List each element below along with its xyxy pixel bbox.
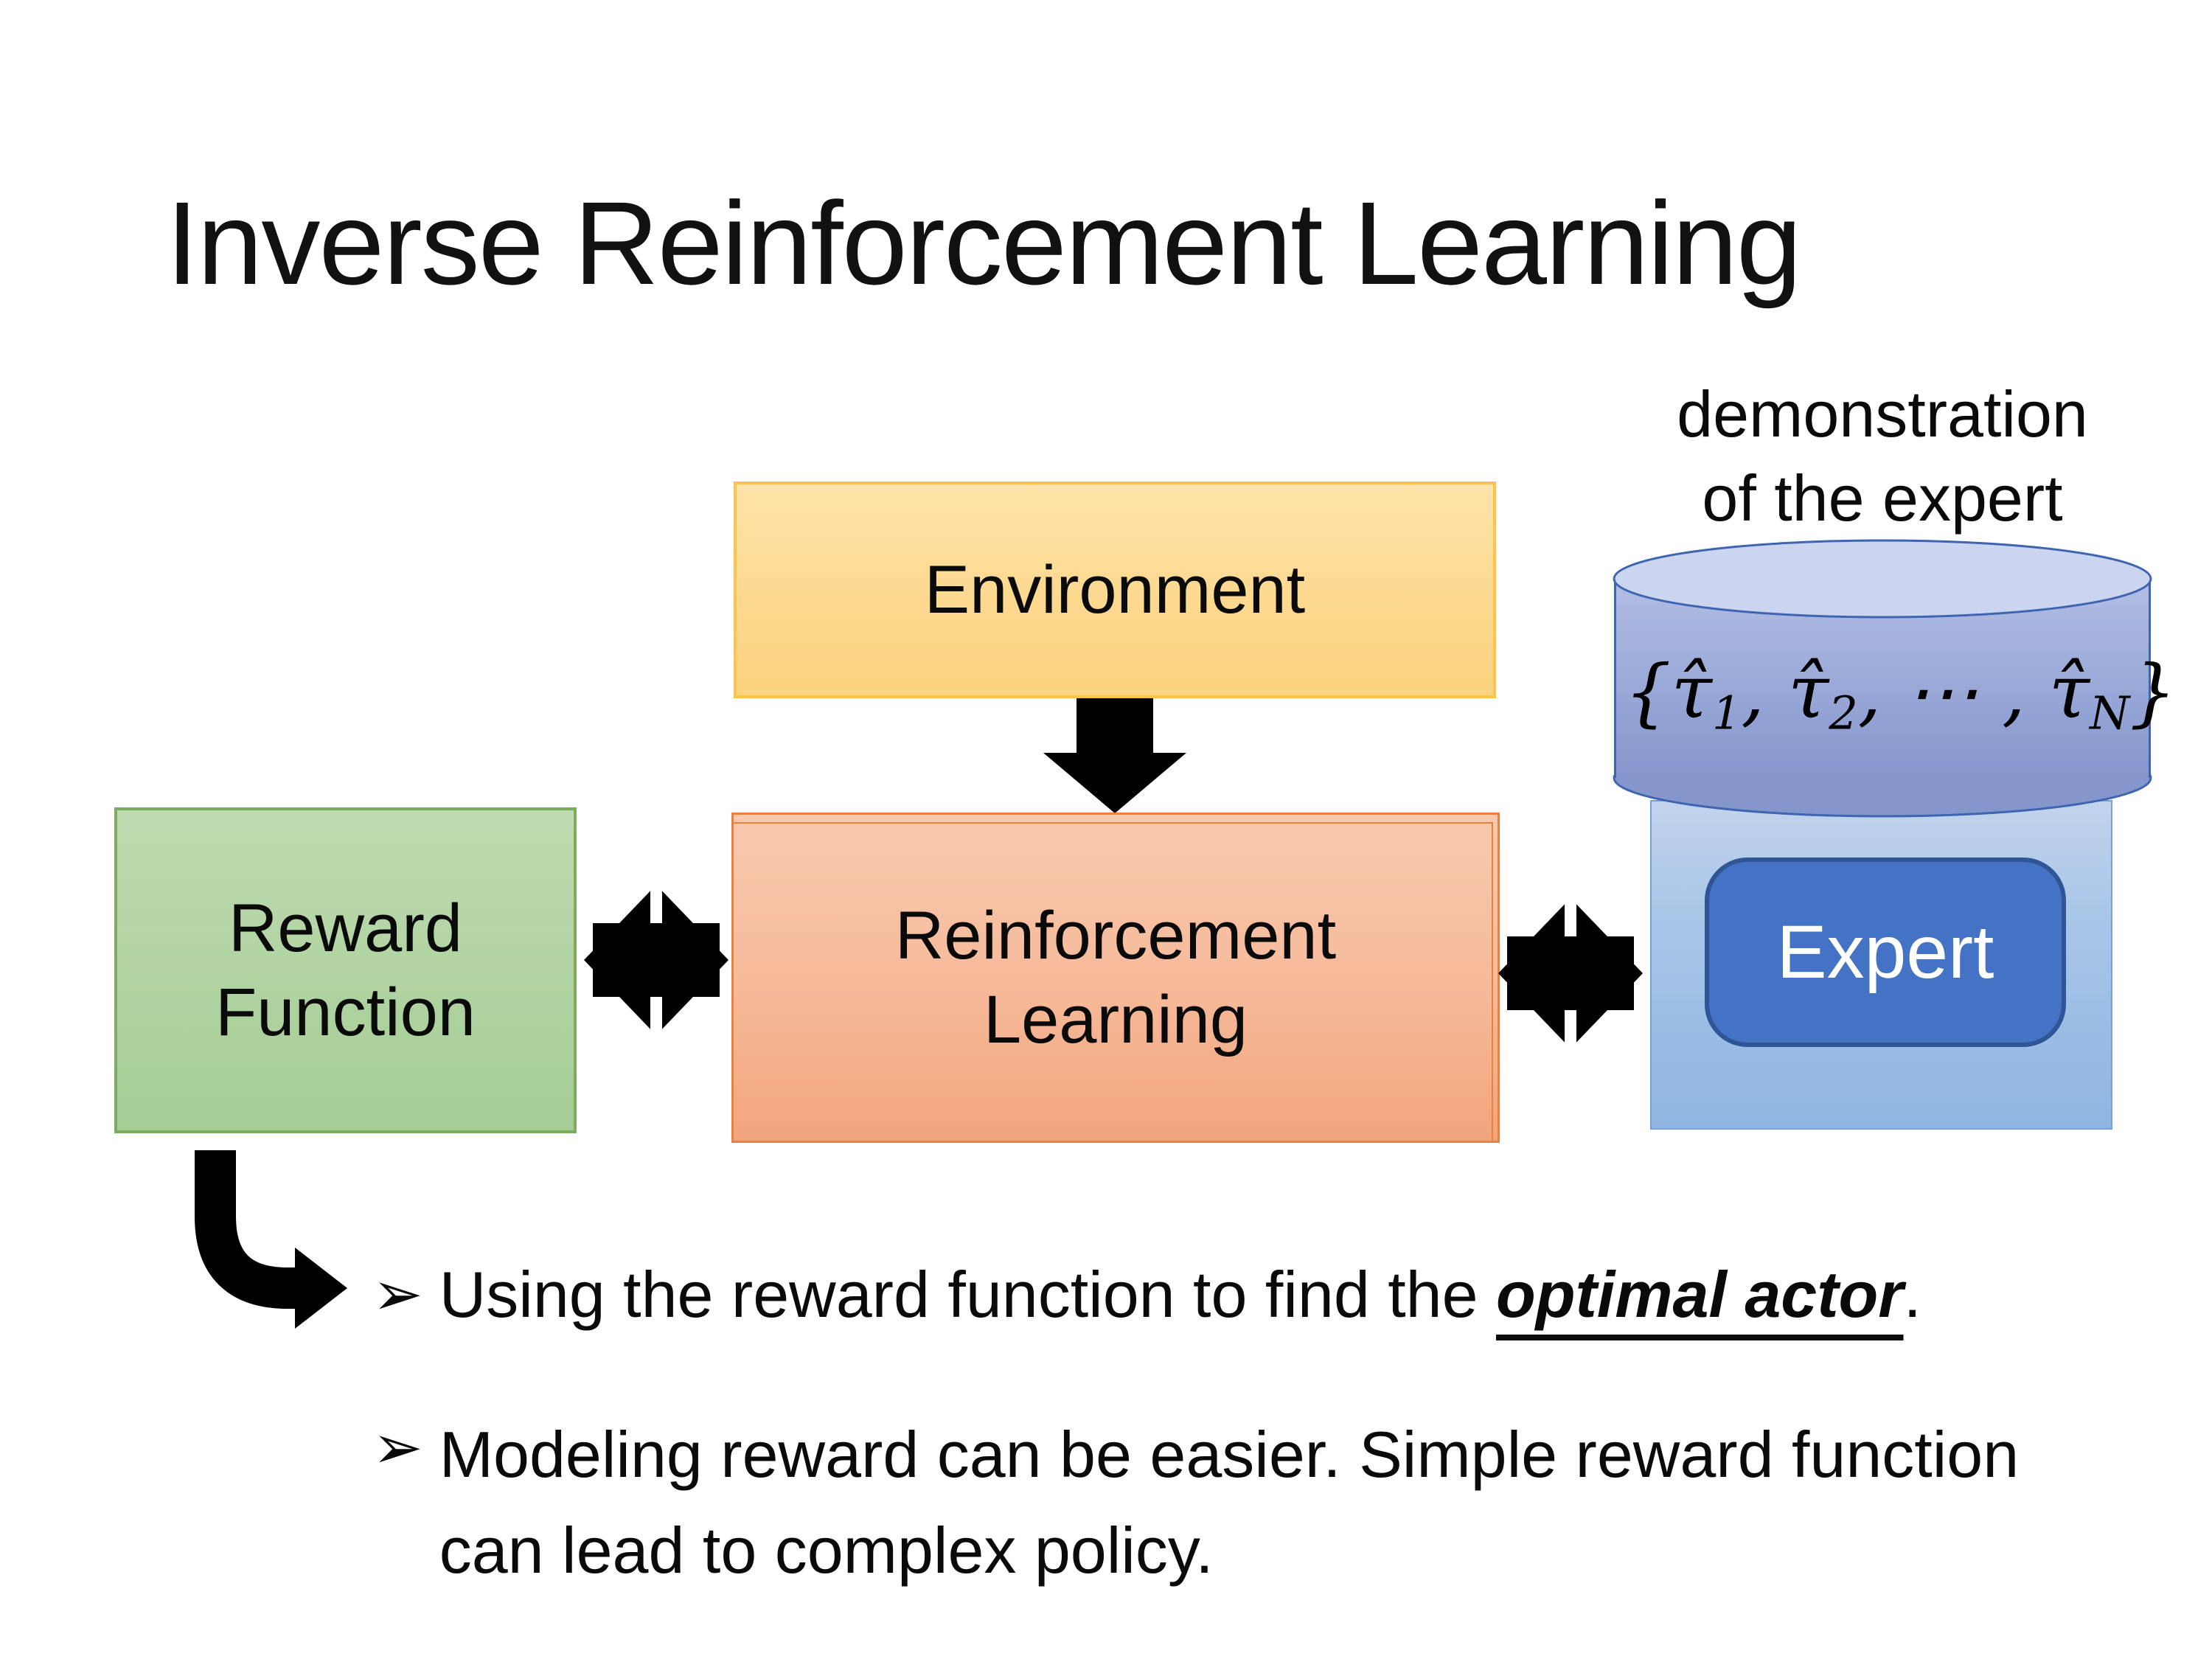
down-arrow-icon bbox=[1043, 698, 1186, 813]
bullet-arrow-marker: ➢ bbox=[372, 1259, 423, 1329]
bullet-item-2-text: Modeling reward can be easier. Simple re… bbox=[439, 1418, 2020, 1587]
reinforcement-learning-label-line2: Learning bbox=[983, 982, 1248, 1057]
environment-box-label: Environment bbox=[924, 552, 1306, 627]
reinforcement-learning-box: Reinforcement Learning bbox=[731, 813, 1500, 1143]
demonstration-caption: demonstration of the expert bbox=[1618, 372, 2146, 540]
expert-box-label: Expert bbox=[1776, 910, 1994, 994]
bullet-1-emphasis: optimal actor bbox=[1495, 1258, 1904, 1331]
expert-box: Expert bbox=[1705, 858, 2066, 1047]
bullet-1-pre: Using the reward function to find the bbox=[439, 1258, 1496, 1331]
reward-function-label-line1: Reward bbox=[228, 891, 462, 966]
double-arrow-reward-rl-icon bbox=[584, 885, 728, 1035]
bullet-item-1-text: Using the reward function to find the op… bbox=[439, 1253, 1921, 1336]
reinforcement-learning-label-line1: Reinforcement bbox=[894, 898, 1337, 973]
double-arrow-rl-expert-icon bbox=[1498, 898, 1643, 1048]
demonstration-caption-line1: demonstration bbox=[1677, 378, 2088, 451]
bullet-arrow-marker: ➢ bbox=[372, 1413, 423, 1483]
bullet-item-1: ➢ Using the reward function to find the … bbox=[372, 1253, 2142, 1336]
bullet-1-post: . bbox=[1903, 1258, 1921, 1331]
slide-title: Inverse Reinforcement Learning bbox=[166, 177, 1802, 309]
bent-arrow-icon bbox=[195, 1150, 347, 1329]
reward-function-label-line2: Function bbox=[215, 975, 476, 1050]
reward-function-box: Reward Function bbox=[114, 807, 577, 1133]
environment-box: Environment bbox=[734, 481, 1496, 698]
trajectory-set-formula: {τ̂1, τ̂2, ⋯ , τ̂N} bbox=[1624, 649, 2177, 740]
bullet-item-2: ➢ Modeling reward can be easier. Simple … bbox=[372, 1407, 2090, 1599]
demonstration-database-cylinder-icon bbox=[1613, 539, 2152, 818]
demonstration-caption-line2: of the expert bbox=[1702, 462, 2063, 535]
